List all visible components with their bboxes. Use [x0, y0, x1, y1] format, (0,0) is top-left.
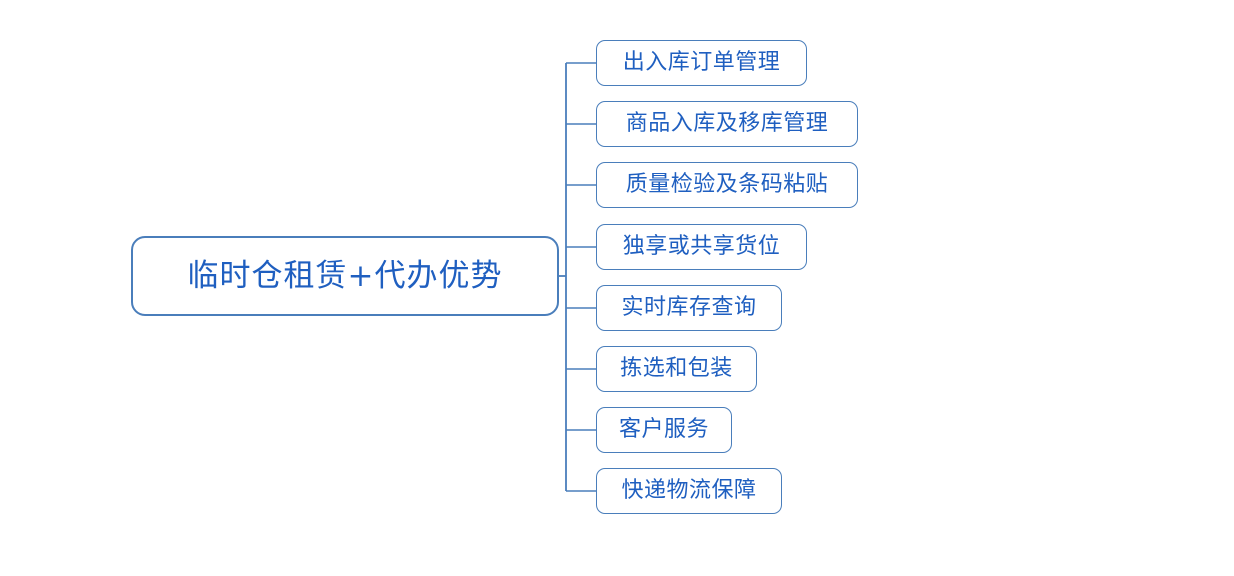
child-node-2-label: 商品入库及移库管理 [625, 111, 829, 136]
child-node-2[interactable]: 商品入库及移库管理 [596, 101, 858, 147]
child-node-7-label: 客户服务 [618, 417, 709, 442]
root-node[interactable]: 临时仓租赁+代办优势 [131, 236, 559, 316]
child-node-8[interactable]: 快递物流保障 [596, 468, 782, 514]
child-node-3-label: 质量检验及条码粘贴 [625, 172, 829, 197]
child-node-8-label: 快递物流保障 [621, 478, 757, 503]
child-node-7[interactable]: 客户服务 [596, 407, 732, 453]
child-node-6[interactable]: 拣选和包装 [596, 346, 757, 392]
child-node-5[interactable]: 实时库存查询 [596, 285, 782, 331]
child-node-1-label: 出入库订单管理 [622, 50, 781, 75]
child-node-6-label: 拣选和包装 [620, 356, 733, 381]
child-node-5-label: 实时库存查询 [621, 295, 757, 320]
child-node-3[interactable]: 质量检验及条码粘贴 [596, 162, 858, 208]
root-node-label: 临时仓租赁+代办优势 [187, 257, 503, 294]
child-node-4-label: 独享或共享货位 [622, 234, 781, 259]
child-node-1[interactable]: 出入库订单管理 [596, 40, 807, 86]
child-node-4[interactable]: 独享或共享货位 [596, 224, 807, 270]
